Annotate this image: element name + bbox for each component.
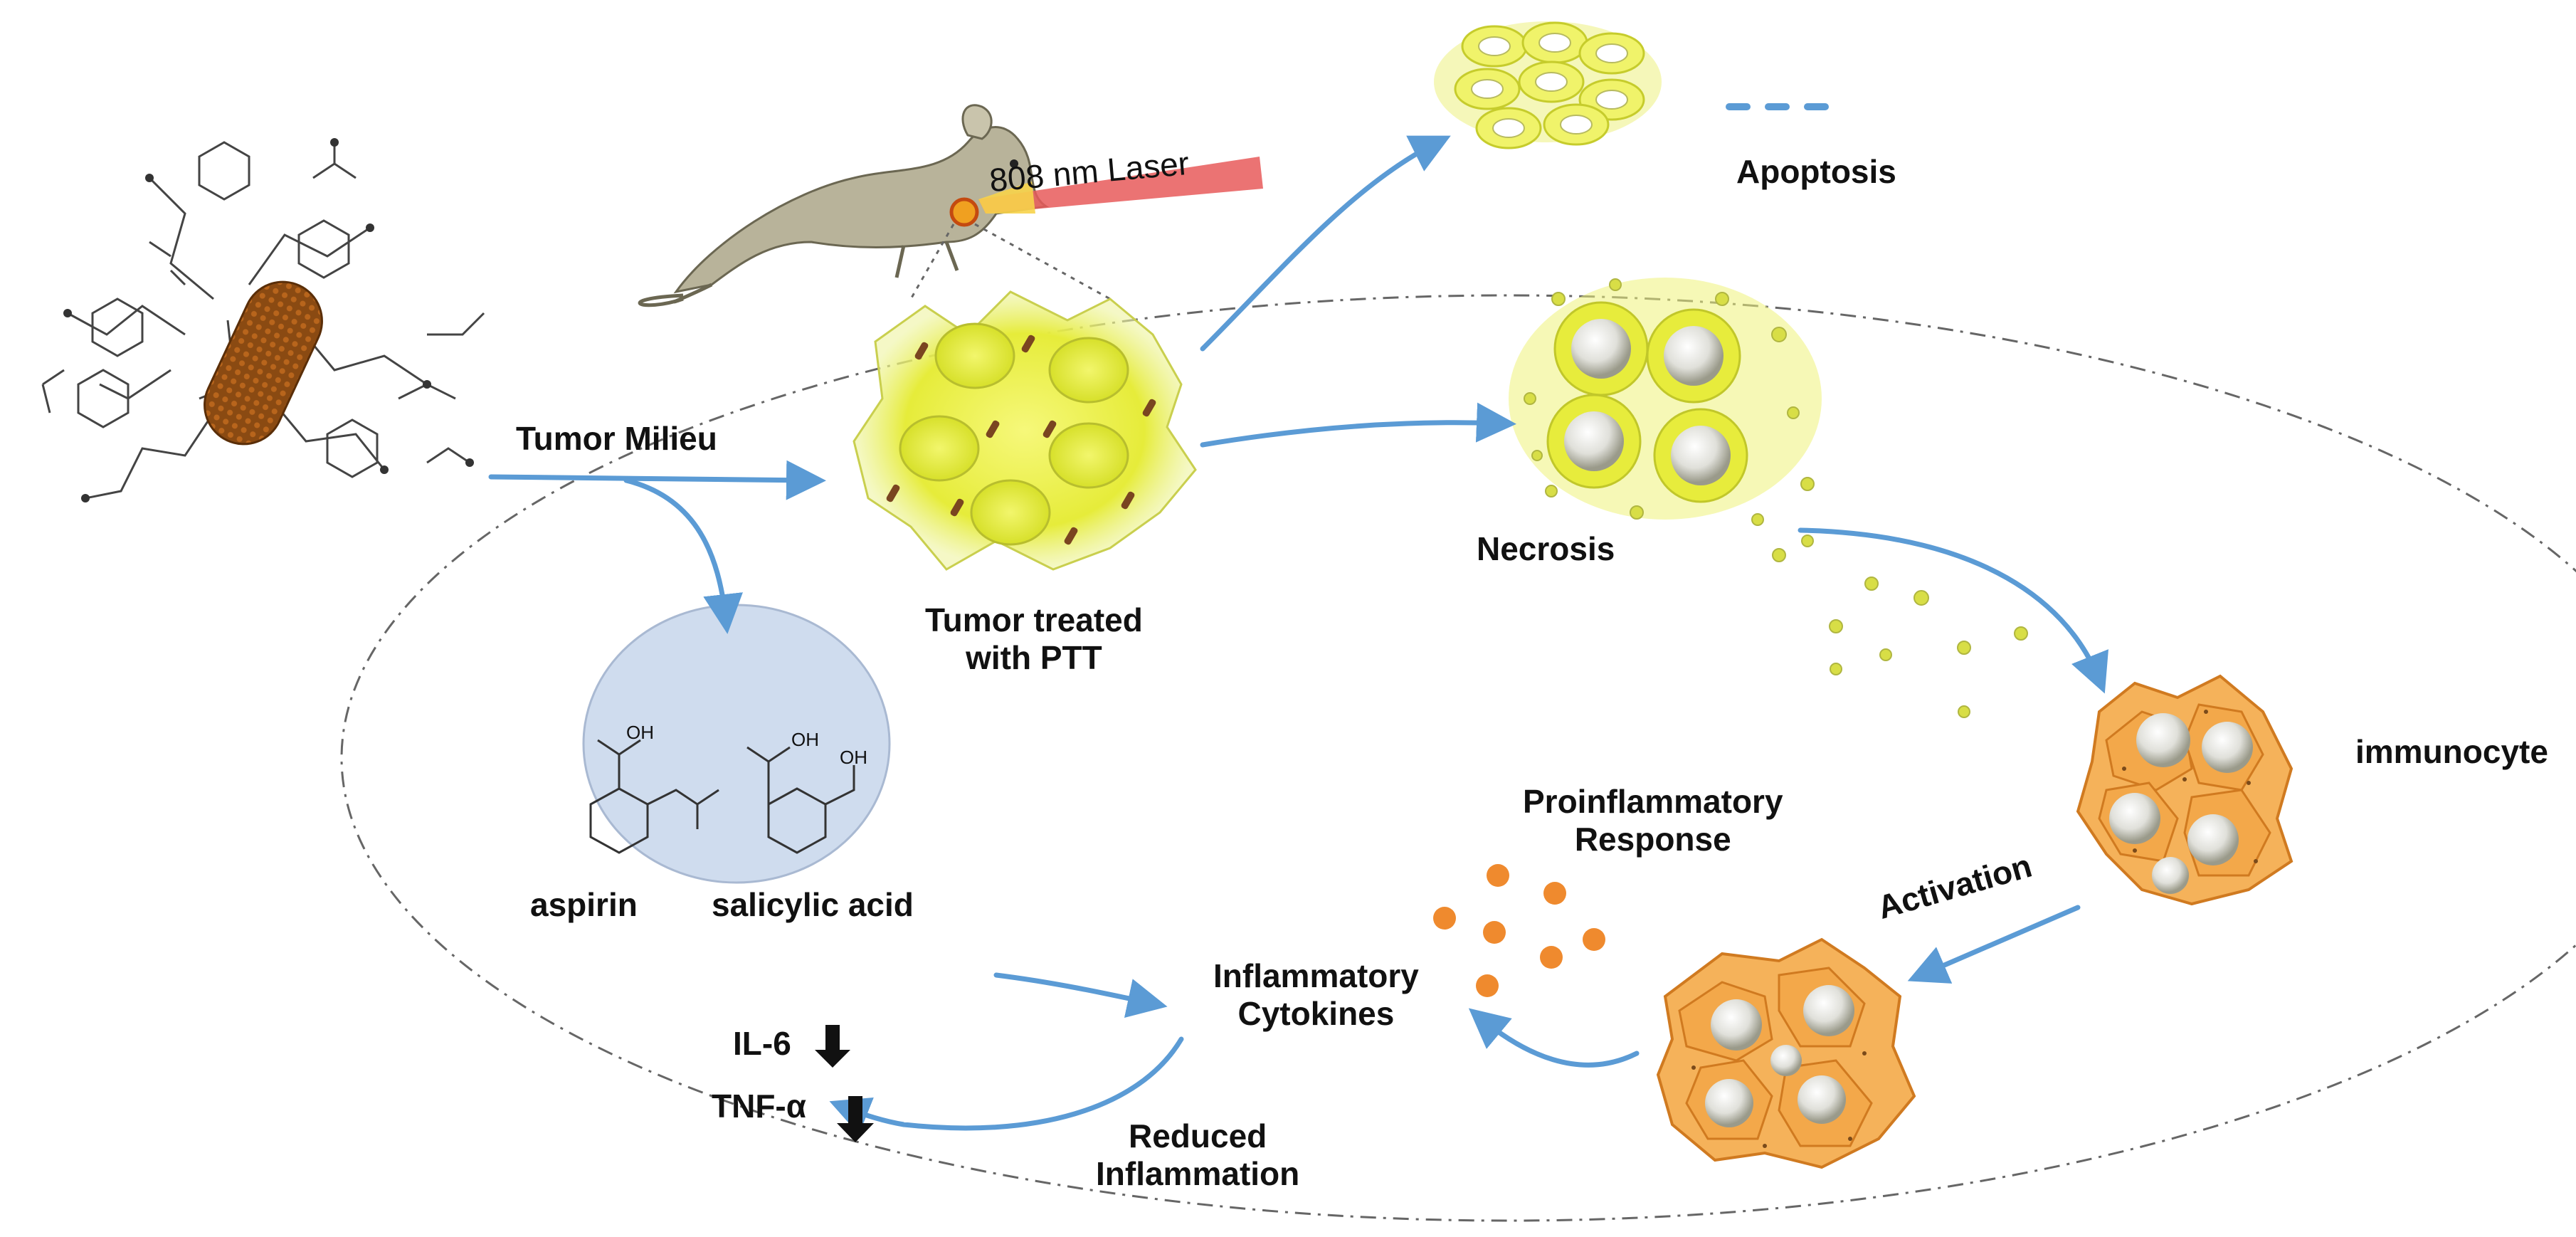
salicylic-acid-label: salicylic acid [712, 886, 914, 923]
tumor-cluster-icon [852, 290, 1197, 571]
arrow-tumor-to-apoptosis [1200, 135, 1451, 352]
arrow-milieu-to-tumor [488, 460, 826, 500]
arrow-necrosis-to-immunocyte [1798, 527, 2108, 694]
salicylic-oh-side-label: OH [840, 747, 867, 768]
nanorod-icon [41, 138, 485, 502]
arrow-milieu-to-aspirin [623, 478, 743, 634]
aspirin-oh-label: OH [626, 722, 654, 743]
flow-arrows [488, 135, 2108, 1135]
immunocyte-label: immunocyte [2355, 733, 2548, 770]
salicylic-oh-top-label: OH [791, 729, 819, 750]
arrow-reduced-inflammation [829, 1036, 1184, 1135]
apoptosis-label: Apoptosis [1736, 153, 1896, 190]
reduced-inflammation-label: Reduced Inflammation [1096, 1117, 1300, 1192]
aspirin-salicylic-panel [582, 604, 891, 884]
necrotic-cells-icon [1509, 278, 2028, 718]
tumor-treated-label: Tumor treated with PTT [925, 601, 1143, 676]
tumor-milieu-label: Tumor Milieu [516, 420, 717, 457]
apoptotic-cells-icon [1434, 21, 1662, 149]
tnfa-label: TNF-α [712, 1088, 807, 1125]
necrosis-label: Necrosis [1477, 530, 1615, 567]
down-arrow-icon [815, 1025, 874, 1142]
immunocyte-icon [2076, 674, 2293, 906]
inflammatory-cytokines-label: Inflammatory Cytokines [1213, 957, 1419, 1032]
mouse-icon [638, 104, 1263, 307]
arrow-to-cytokines [1468, 1008, 1640, 1068]
aspirin-label: aspirin [530, 886, 638, 923]
cytokine-dots-icon [1433, 864, 1605, 997]
arrow-activation [1907, 905, 2081, 984]
activated-immunocyte-icon [1656, 937, 1916, 1169]
arrow-tumor-to-necrosis [1200, 402, 1516, 448]
arrow-aspirin-to-cytokines [993, 972, 1168, 1018]
proinflammatory-label: Proinflammatory Response [1523, 783, 1783, 858]
il6-label: IL-6 [733, 1025, 791, 1062]
